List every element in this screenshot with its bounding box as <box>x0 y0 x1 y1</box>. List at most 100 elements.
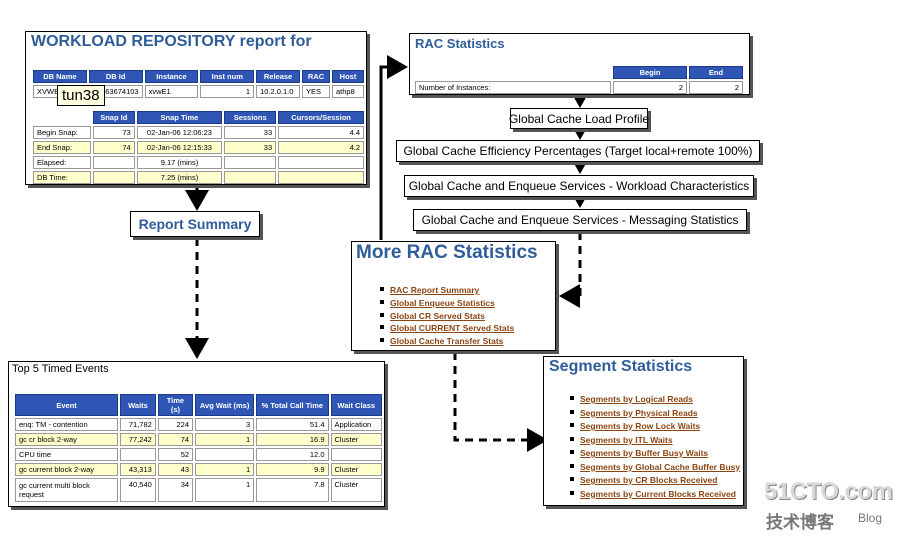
snap-cell: 02-Jan-06 12:06:23 <box>136 126 223 139</box>
top5-cell: 52 <box>157 448 194 461</box>
snap-cell: 73 <box>92 126 135 139</box>
more-rac-links: RAC Report Summary Global Enqueue Statis… <box>380 284 514 348</box>
db-header: DB Id <box>88 70 143 83</box>
snap-header: Snap Id <box>92 111 135 124</box>
link-global-current-served-stats[interactable]: Global CURRENT Served Stats <box>380 322 514 335</box>
top5-cell: 51.4 <box>256 418 329 431</box>
top5-cell: 7.8 <box>256 478 329 502</box>
top5-cell: 43 <box>157 463 194 476</box>
snap-cell <box>92 171 135 184</box>
snap-cell: 9.17 (mins) <box>136 156 223 169</box>
top5-cell: enq: TM - contention <box>15 418 119 431</box>
top5-cell: 74 <box>157 433 194 446</box>
db-header: Host <box>332 70 364 83</box>
snap-header <box>33 111 91 124</box>
rac-header <box>415 66 611 79</box>
link-segments-buffer-busy-waits[interactable]: Segments by Buffer Busy Waits <box>570 447 740 461</box>
top5-cell: 34 <box>157 478 194 502</box>
db-header: DB Name <box>33 70 87 83</box>
snap-cell <box>92 156 135 169</box>
db-info-table: DB Name DB Id Instance Inst num Release … <box>31 68 366 100</box>
top5-cell: 1 <box>195 463 255 476</box>
db-cell: 10.2.0.1.0 <box>256 85 301 98</box>
messaging-statistics-box: Global Cache and Enqueue Services - Mess… <box>413 209 747 231</box>
connector-more-rac-segment <box>453 352 548 452</box>
link-segments-itl-waits[interactable]: Segments by ITL Waits <box>570 434 740 448</box>
top5-header: Avg Wait (ms) <box>195 394 255 416</box>
snap-header: Sessions <box>224 111 277 124</box>
report-summary-box: Report Summary <box>130 211 260 237</box>
segment-statistics-panel: Segment Statistics Segments by Logical R… <box>543 356 744 506</box>
snap-cell: 4.2 <box>278 141 364 154</box>
link-segments-row-lock-waits[interactable]: Segments by Row Lock Waits <box>570 420 740 434</box>
global-cache-efficiency-box: Global Cache Efficiency Percentages (Tar… <box>396 140 760 162</box>
rac-header: Begin <box>613 66 687 79</box>
top5-cell: gc current multi block request <box>15 478 119 502</box>
snap-cell: 4.4 <box>278 126 364 139</box>
workload-characteristics-box: Global Cache and Enqueue Services - Work… <box>404 175 754 197</box>
snap-cell: 02-Jan-06 12:15:33 <box>136 141 223 154</box>
top5-cell: Cluster <box>330 463 382 476</box>
link-global-cache-transfer-stats[interactable]: Global Cache Transfer Stats <box>380 335 514 348</box>
watermark: 51CTO.com 技术博客 Blog <box>764 478 898 538</box>
tooltip: tun38 <box>57 85 105 106</box>
snap-cell: End Snap: <box>33 141 91 154</box>
top5-cell: 43,313 <box>120 463 156 476</box>
snap-cell <box>224 156 277 169</box>
top5-cell: CPU time <box>15 448 119 461</box>
top5-panel: Top 5 Timed Events Event Waits Time (s) … <box>8 361 385 507</box>
db-cell: YES <box>302 85 330 98</box>
segment-title: Segment Statistics <box>549 358 693 375</box>
top5-cell: Cluster <box>330 478 382 502</box>
link-global-enqueue-statistics[interactable]: Global Enqueue Statistics <box>380 297 514 310</box>
top5-table: Event Waits Time (s) Avg Wait (ms) % Tot… <box>13 392 384 504</box>
top5-cell: Cluster <box>330 433 382 446</box>
link-segments-cr-blocks[interactable]: Segments by CR Blocks Received <box>570 474 740 488</box>
rac-header: End <box>689 66 743 79</box>
top5-cell: Application <box>330 418 382 431</box>
rac-statistics-panel: RAC Statistics Begin End Number of Insta… <box>409 33 750 95</box>
snap-cell <box>278 171 364 184</box>
top5-cell <box>195 448 255 461</box>
top5-header: % Total Call Time <box>256 394 329 416</box>
connector-more-rac-to-rac <box>379 55 408 240</box>
snap-cell: 33 <box>224 126 277 139</box>
db-cell: 1 <box>200 85 255 98</box>
rac-title: RAC Statistics <box>415 36 505 51</box>
connector-flow4-more-rac <box>559 232 582 308</box>
link-segments-logical-reads[interactable]: Segments by Logical Reads <box>570 393 740 407</box>
top5-cell: 16.9 <box>256 433 329 446</box>
top5-cell: 40,540 <box>120 478 156 502</box>
snap-cell: 74 <box>92 141 135 154</box>
db-header: Inst num <box>200 70 255 83</box>
snap-table: Snap Id Snap Time Sessions Cursors/Sessi… <box>31 109 366 186</box>
snap-cell: 7.25 (mins) <box>136 171 223 184</box>
link-segments-current-blocks[interactable]: Segments by Current Blocks Received <box>570 488 740 502</box>
snap-cell: Begin Snap: <box>33 126 91 139</box>
top5-header: Event <box>15 394 119 416</box>
rac-cell: Number of Instances: <box>415 81 611 94</box>
top5-title: Top 5 Timed Events <box>12 363 109 375</box>
snap-header: Cursors/Session <box>278 111 364 124</box>
snap-cell: DB Time: <box>33 171 91 184</box>
link-segments-gc-buffer-busy[interactable]: Segments by Global Cache Buffer Busy <box>570 461 740 475</box>
watermark-main: 51CTO.com <box>764 478 893 505</box>
link-rac-report-summary[interactable]: RAC Report Summary <box>380 284 514 297</box>
snap-cell <box>278 156 364 169</box>
link-global-cr-served-stats[interactable]: Global CR Served Stats <box>380 310 514 323</box>
db-header: Instance <box>144 70 199 83</box>
more-rac-statistics-panel: More RAC Statistics RAC Report Summary G… <box>351 241 556 351</box>
link-segments-physical-reads[interactable]: Segments by Physical Reads <box>570 407 740 421</box>
more-rac-title: More RAC Statistics <box>356 242 538 263</box>
snap-cell: Elapsed: <box>33 156 91 169</box>
snap-cell: 33 <box>224 141 277 154</box>
top5-header: Wait Class <box>330 394 382 416</box>
top5-cell: 12.0 <box>256 448 329 461</box>
top5-cell: 224 <box>157 418 194 431</box>
top5-cell: gc cr block 2-way <box>15 433 119 446</box>
top5-cell: 71,782 <box>120 418 156 431</box>
watermark-blog: Blog <box>858 511 883 525</box>
top5-cell <box>120 448 156 461</box>
db-cell: athp8 <box>332 85 364 98</box>
